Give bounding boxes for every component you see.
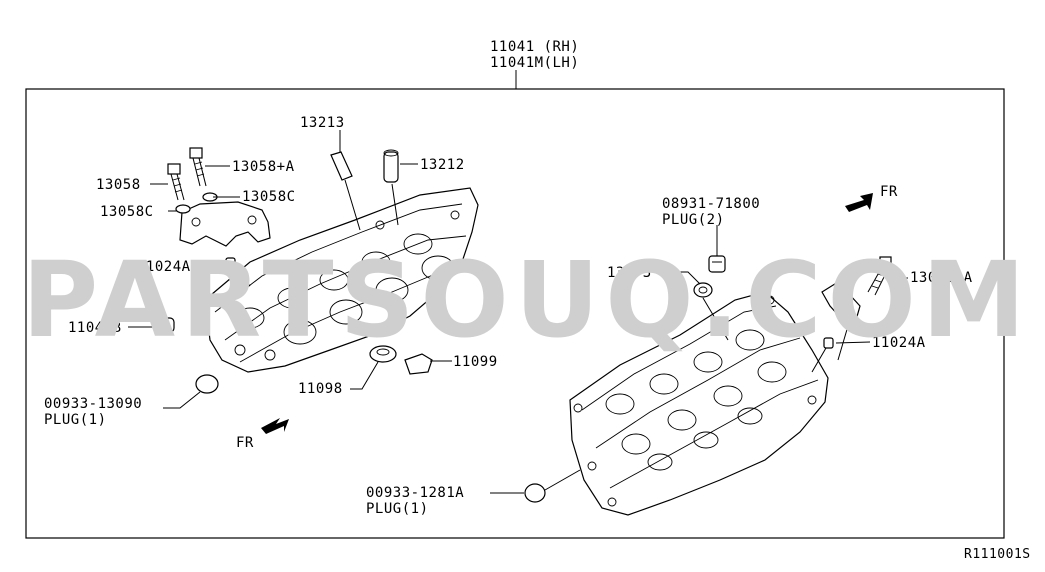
label-fr-right: FR bbox=[880, 184, 898, 200]
label-11048b[interactable]: 11048B bbox=[68, 320, 122, 336]
pin-11024a-left[interactable] bbox=[225, 257, 236, 271]
label-13058c-right[interactable]: 13058C bbox=[242, 189, 296, 205]
bolt-13058[interactable] bbox=[167, 163, 185, 201]
label-13212[interactable]: 13212 bbox=[420, 157, 465, 173]
cylinder-head-rh bbox=[569, 291, 829, 516]
label-plug1-left[interactable]: PLUG(1) bbox=[44, 412, 107, 428]
diagram-code: R111001S bbox=[964, 547, 1031, 562]
label-11098[interactable]: 11098 bbox=[298, 381, 343, 397]
label-13213[interactable]: 13213 bbox=[300, 115, 345, 131]
cylinder-head-lh bbox=[204, 187, 479, 373]
plug-00933-1281a[interactable] bbox=[524, 483, 546, 503]
seal-11099[interactable] bbox=[404, 353, 433, 375]
fr-arrow-left-icon bbox=[261, 418, 289, 434]
washer-13058c-left[interactable] bbox=[175, 204, 191, 214]
bracket-right[interactable] bbox=[821, 281, 861, 327]
label-00933-13090[interactable]: 00933-13090 bbox=[44, 396, 142, 412]
label-11024a-left[interactable]: 11024A bbox=[137, 259, 191, 275]
washer-13273[interactable] bbox=[693, 282, 713, 298]
dowel-13213[interactable] bbox=[330, 151, 353, 181]
bolt-13058a-left[interactable] bbox=[189, 147, 207, 187]
label-11041m-lh[interactable]: 11041M(LH) bbox=[490, 55, 579, 71]
label-08931-71800[interactable]: 08931-71800 bbox=[662, 196, 760, 212]
label-13058a-right[interactable]: 13058+A bbox=[910, 270, 973, 286]
seal-11098[interactable] bbox=[369, 345, 397, 363]
label-00933-1281a[interactable]: 00933-1281A bbox=[366, 485, 464, 501]
bolt-13058a-right[interactable] bbox=[867, 256, 892, 296]
bracket-left[interactable] bbox=[179, 201, 271, 247]
label-13058[interactable]: 13058 bbox=[96, 177, 141, 193]
label-13058a-left[interactable]: 13058+A bbox=[232, 159, 295, 175]
label-11024a-right[interactable]: 11024A bbox=[872, 335, 926, 351]
dowel-13212[interactable] bbox=[383, 149, 399, 183]
label-fr-left: FR bbox=[236, 435, 254, 451]
plug-11048b[interactable] bbox=[157, 317, 175, 333]
label-11099[interactable]: 11099 bbox=[453, 354, 498, 370]
plug-00933-13090[interactable] bbox=[195, 374, 219, 394]
fr-arrow-right-icon bbox=[845, 193, 873, 212]
pin-11024a-right[interactable] bbox=[823, 337, 834, 349]
watermark: PARTSOUQ.COM bbox=[22, 239, 1031, 361]
label-plug2[interactable]: PLUG(2) bbox=[662, 212, 725, 228]
label-11041-rh[interactable]: 11041 (RH) bbox=[490, 39, 579, 55]
diagram-frame bbox=[25, 88, 1005, 539]
label-13058c-left[interactable]: 13058C bbox=[100, 204, 154, 220]
label-plug1-right[interactable]: PLUG(1) bbox=[366, 501, 429, 517]
label-13273[interactable]: 13273 bbox=[607, 265, 652, 281]
